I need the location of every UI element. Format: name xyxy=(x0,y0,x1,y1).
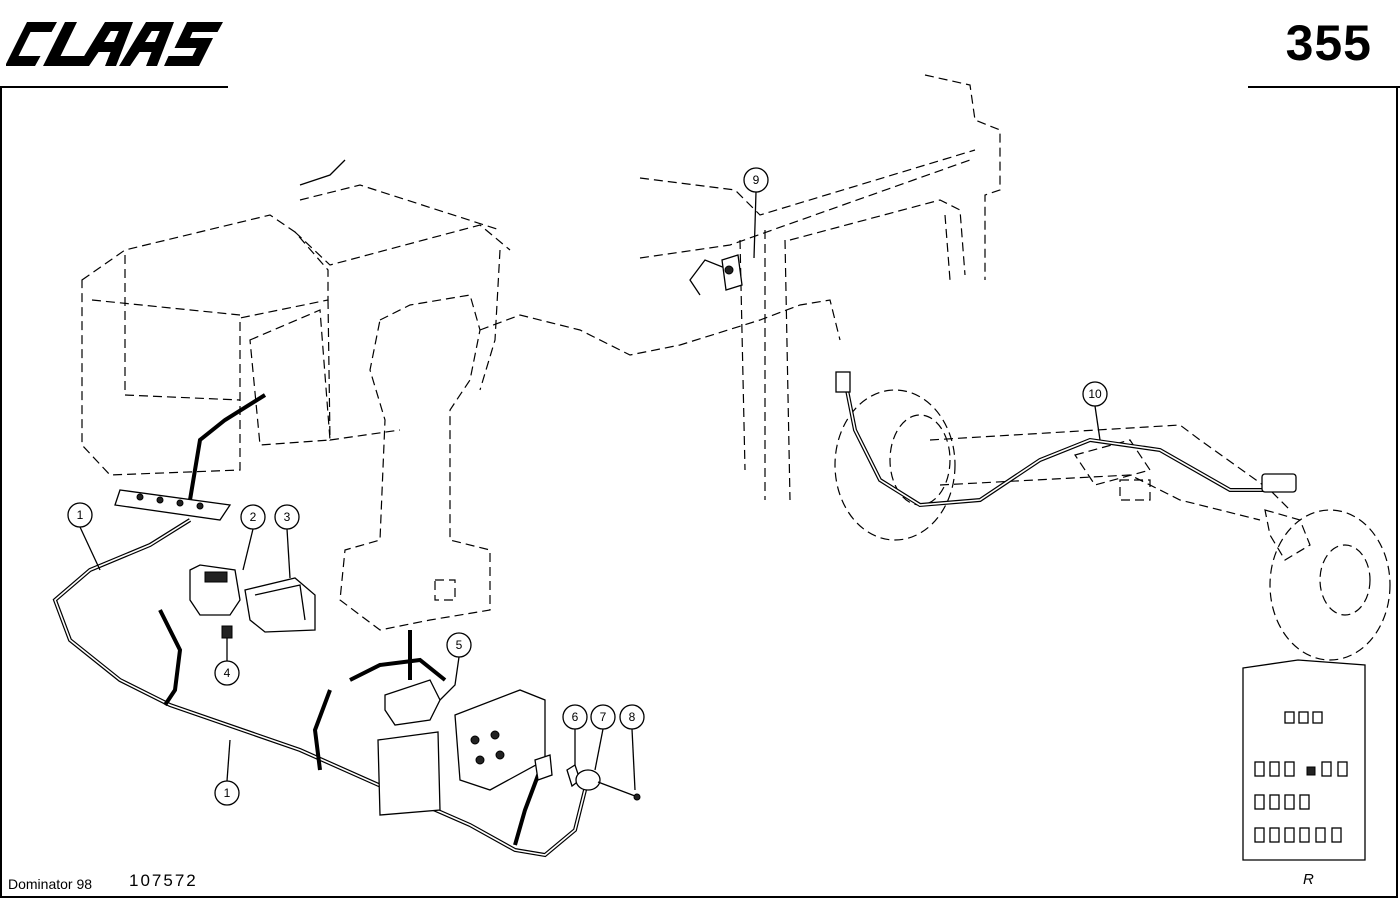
revision-mark: R xyxy=(1303,871,1314,888)
svg-text:7: 7 xyxy=(600,710,607,724)
callout-1-lower: 1 xyxy=(214,780,240,806)
callout-5: 5 xyxy=(446,632,472,658)
svg-text:2: 2 xyxy=(250,510,257,524)
svg-text:10: 10 xyxy=(1088,387,1102,401)
svg-text:3: 3 xyxy=(284,510,291,524)
header-rule-right xyxy=(1248,86,1400,88)
frame-outline xyxy=(639,74,1001,501)
cab-outline xyxy=(81,184,511,476)
hydraulic-block xyxy=(454,689,553,791)
sensor-part-6-7-8 xyxy=(566,764,641,801)
callout-leaders xyxy=(79,191,1101,791)
callout-9: 9 xyxy=(743,167,769,193)
header-rule-left xyxy=(0,86,228,88)
claas-logo xyxy=(6,22,224,66)
callout-2: 2 xyxy=(240,504,266,530)
callout-7: 7 xyxy=(590,704,616,730)
axle-outline xyxy=(834,389,1391,661)
terminal-strip xyxy=(114,489,232,521)
svg-text:1: 1 xyxy=(77,508,84,522)
relay-part-2 xyxy=(189,564,241,616)
callout-1-upper: 1 xyxy=(67,502,93,528)
sensor-part-9 xyxy=(721,254,743,291)
svg-text:8: 8 xyxy=(629,710,636,724)
sensor-part-10 xyxy=(835,371,1297,493)
switch-part-5 xyxy=(377,679,441,816)
display-panel xyxy=(1242,659,1366,861)
callout-6: 6 xyxy=(562,704,588,730)
page-number: 355 xyxy=(1285,15,1372,71)
svg-text:1: 1 xyxy=(224,786,231,800)
svg-text:9: 9 xyxy=(753,173,760,187)
cable-harness xyxy=(52,159,1280,858)
callout-10: 10 xyxy=(1082,381,1108,407)
svg-text:4: 4 xyxy=(224,666,231,680)
cover-part-3 xyxy=(244,577,316,633)
svg-text:5: 5 xyxy=(456,638,463,652)
callout-4: 4 xyxy=(214,660,240,686)
drawing-number: 107572 xyxy=(129,871,198,890)
svg-text:6: 6 xyxy=(572,710,579,724)
drawing-frame xyxy=(0,86,1398,898)
plug-part-4 xyxy=(221,625,233,639)
model-name: Dominator 98 xyxy=(8,876,93,892)
callout-8: 8 xyxy=(619,704,645,730)
column-outline xyxy=(339,249,501,631)
callout-3: 3 xyxy=(274,504,300,530)
